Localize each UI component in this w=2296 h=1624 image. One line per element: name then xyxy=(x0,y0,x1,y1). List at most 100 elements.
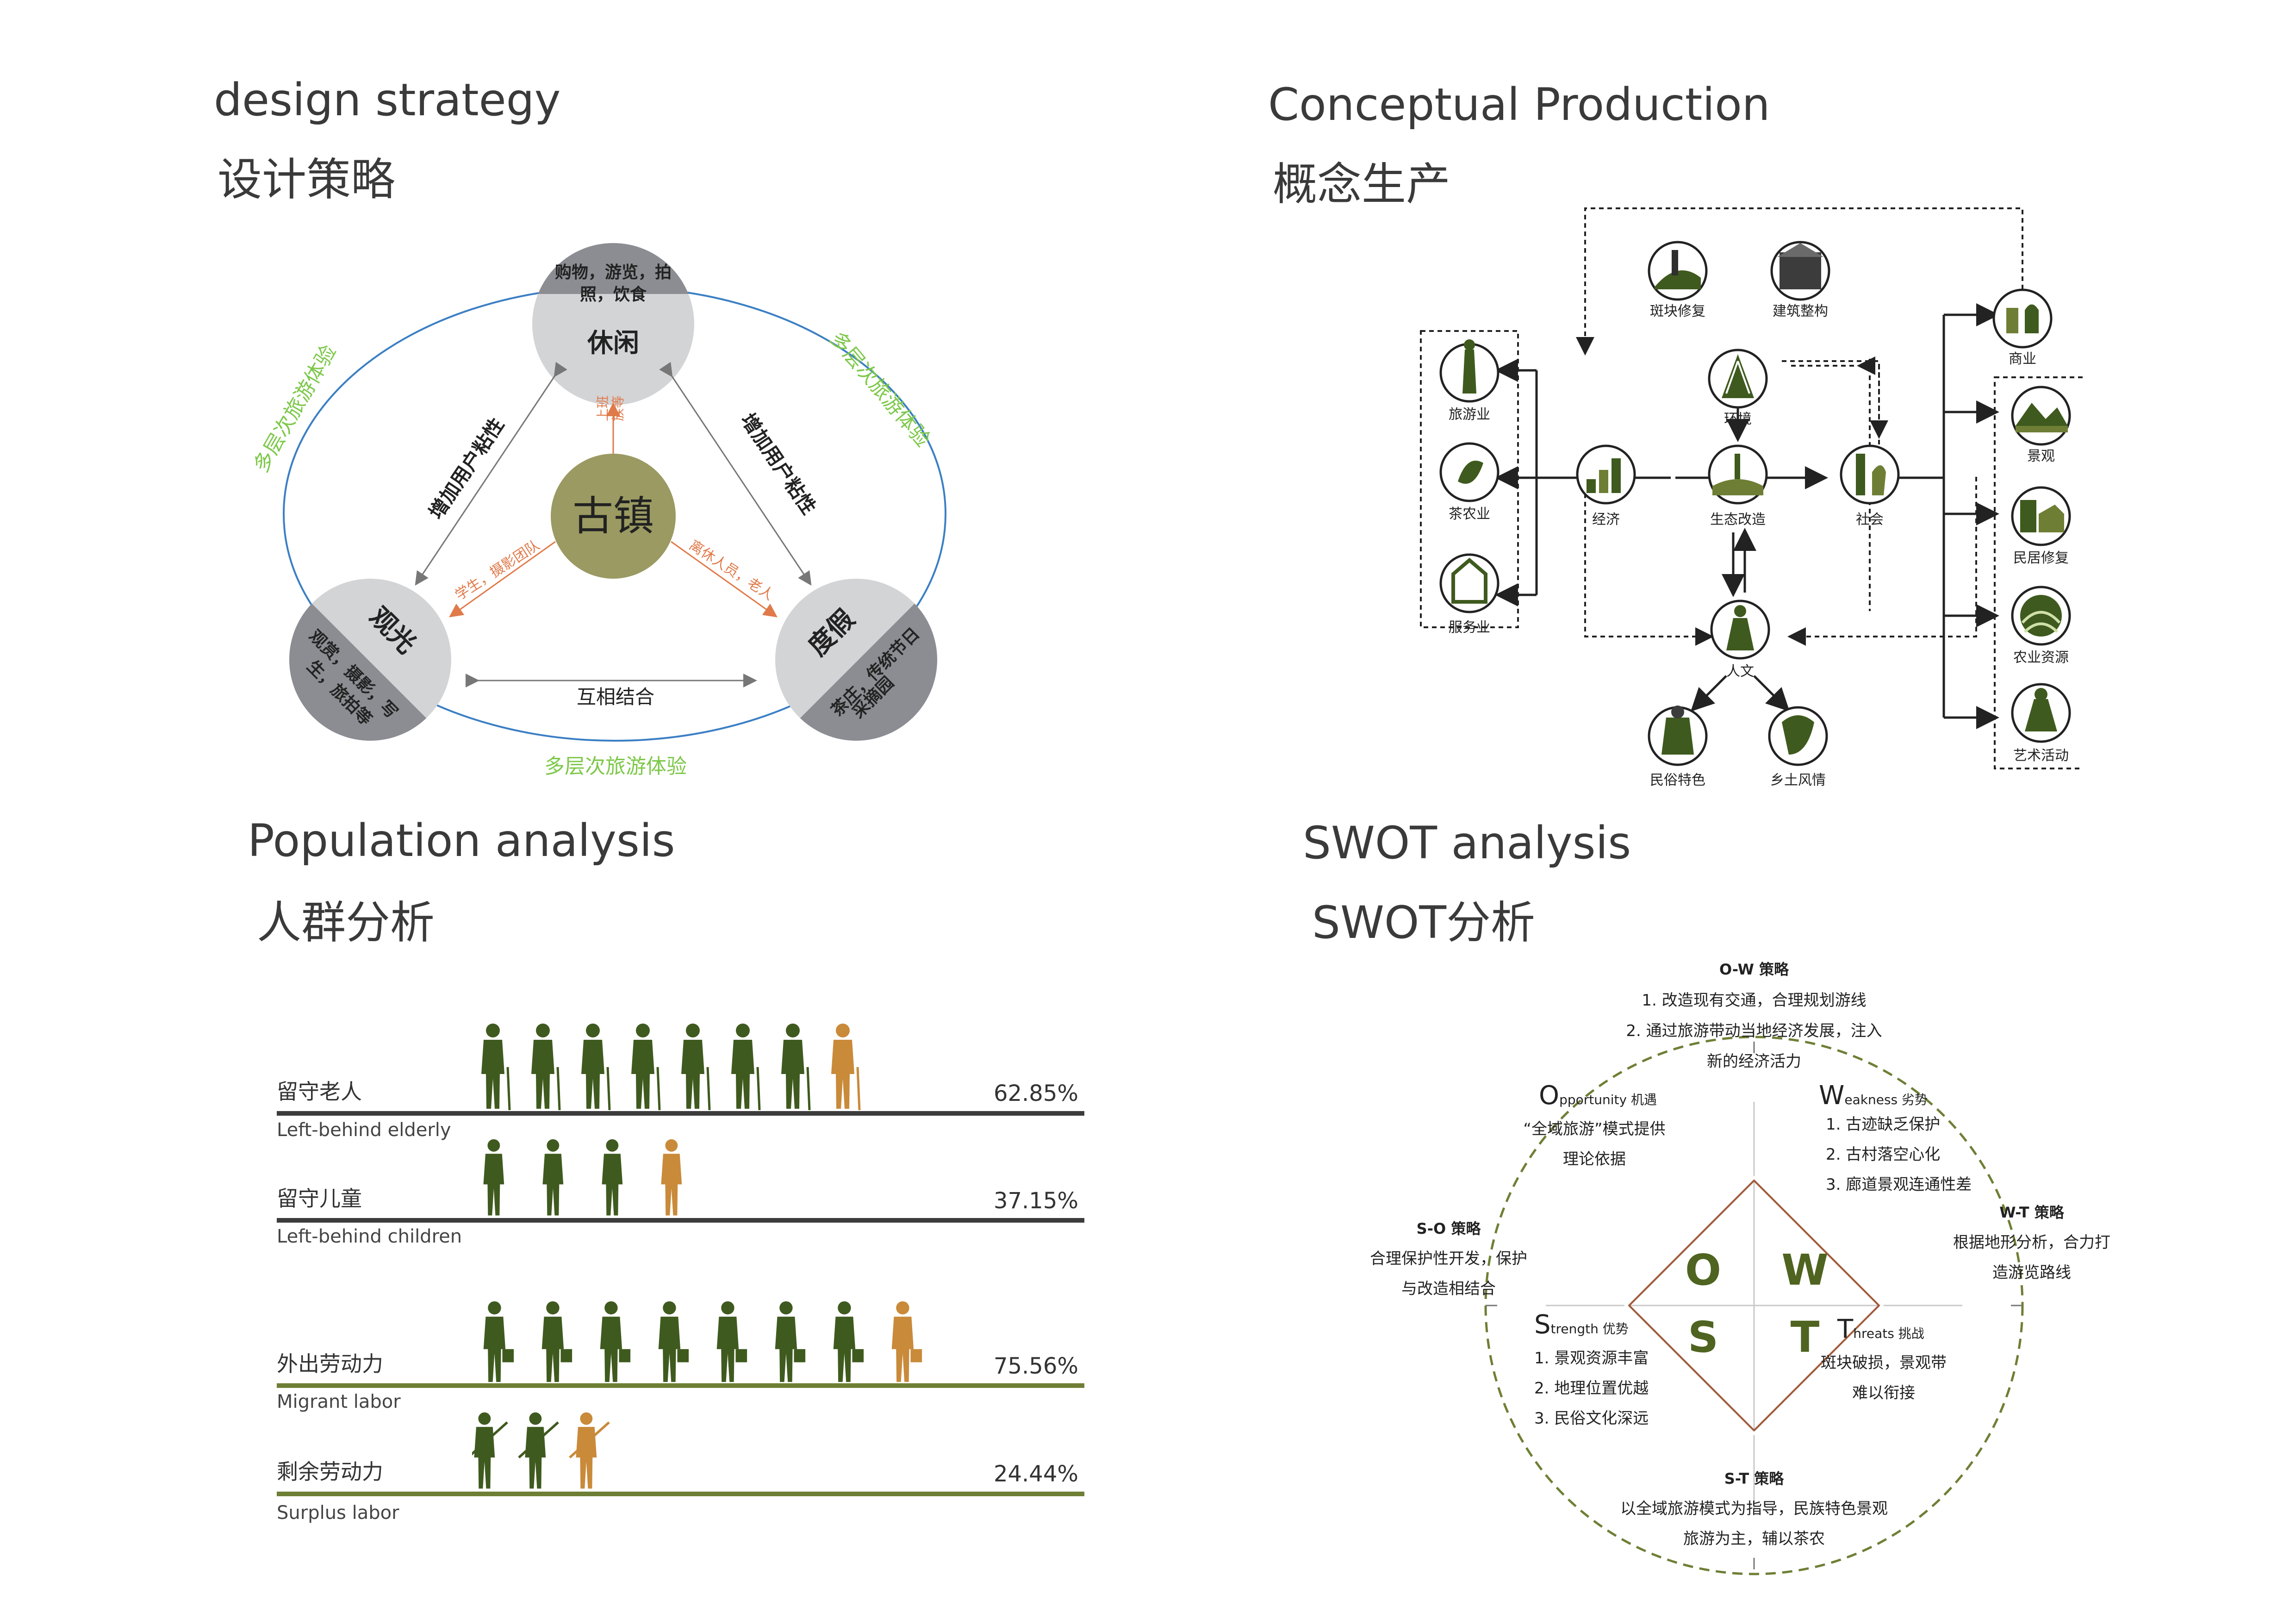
concept-title-cn: 概念生产 xyxy=(1273,158,1450,210)
row-migrant-cn: 外出劳动力 xyxy=(277,1351,383,1376)
spoke-top-label-1: 上班 xyxy=(595,395,610,421)
children-figure xyxy=(661,1139,682,1216)
node-economy: 经济 xyxy=(1576,444,1636,528)
leisure-sub-1: 购物，游览，拍 xyxy=(555,263,672,282)
row-children-cn: 留守儿童 xyxy=(277,1186,362,1211)
elderly-figure xyxy=(481,1024,511,1111)
str-line-1: 1. 景观资源丰富 xyxy=(1534,1349,1649,1368)
so-title: S-O 策略 xyxy=(1417,1220,1481,1237)
node-house: 民居修复 xyxy=(2011,486,2071,566)
ring-label-right: 多层次旅游体验 xyxy=(825,327,935,451)
row-surplus-en: Surplus labor xyxy=(277,1502,399,1524)
str-heading: Strength 优势 xyxy=(1534,1310,1629,1340)
population-title-en: Population analysis xyxy=(248,815,675,867)
node-society: 社会 xyxy=(1840,444,1900,528)
spoke-right xyxy=(671,541,778,618)
swot-letter-o: O xyxy=(1685,1245,1721,1295)
design-title-en: design strategy xyxy=(214,74,561,126)
ow-title: O-W 策略 xyxy=(1719,961,1789,978)
svg-text:建筑整构: 建筑整构 xyxy=(1773,303,1828,319)
arrow-right-link xyxy=(659,362,812,586)
str-line-2: 2. 地理位置优越 xyxy=(1534,1379,1649,1398)
node-culture: 人文 xyxy=(1710,600,1770,680)
ow-line-2: 2. 通过旅游带动当地经济发展，注入 xyxy=(1626,1022,1882,1040)
row-elderly-pct: 62.85% xyxy=(993,1081,1078,1106)
svg-text:乡土风情: 乡土风情 xyxy=(1770,772,1826,788)
wt-title: W-T 策略 xyxy=(1999,1204,2064,1221)
concept-title-en: Conceptual Production xyxy=(1268,79,1770,131)
row-elderly-cn: 留守老人 xyxy=(277,1079,362,1104)
migrant-figure xyxy=(891,1301,922,1382)
arrow-right-label: 增加用户粘性 xyxy=(736,409,821,518)
svg-text:商业: 商业 xyxy=(2009,351,2036,367)
elderly-figure xyxy=(681,1024,711,1111)
migrant-figure xyxy=(658,1301,689,1382)
surplus-figure xyxy=(472,1412,508,1489)
thr-line-1: 斑块破损，景观带 xyxy=(1821,1354,1947,1372)
node-folk: 民俗特色 xyxy=(1648,706,1708,788)
node-tourism: 旅游业 xyxy=(1439,339,1500,423)
row-migrant-en: Migrant labor xyxy=(277,1391,401,1412)
svg-text:艺术活动: 艺术活动 xyxy=(2013,748,2069,764)
swot-title-cn: SWOT分析 xyxy=(1312,897,1536,949)
spoke-right-label: 离休人员，老人 xyxy=(686,537,777,604)
migrant-figure xyxy=(775,1301,806,1382)
leisure-circle: 购物，游览，拍 照，饮食 休闲 xyxy=(532,243,694,405)
swot-diagram: O W S T O-W 策略 1. 改造现有交通，合理规划游线 2. 通过旅游带… xyxy=(1370,961,2110,1575)
migrant-figure xyxy=(483,1301,514,1382)
node-building: 建筑整构 xyxy=(1770,241,1830,319)
svg-text:茶农业: 茶农业 xyxy=(1449,506,1490,522)
children-figure xyxy=(483,1139,504,1216)
opp-line-2: 理论依据 xyxy=(1563,1150,1626,1168)
elderly-figures xyxy=(481,1024,861,1111)
row-migrant-pct: 75.56% xyxy=(993,1353,1078,1379)
leisure-title: 休闲 xyxy=(587,328,639,358)
st-title: S-T 策略 xyxy=(1724,1470,1785,1487)
leisure-sub-2: 照，饮食 xyxy=(580,285,647,304)
thr-line-2: 难以衔接 xyxy=(1852,1384,1915,1402)
children-figures xyxy=(483,1139,682,1216)
children-figure xyxy=(542,1139,564,1216)
row-children-en: Left-behind children xyxy=(277,1226,462,1247)
migrant-figures xyxy=(483,1301,922,1382)
design-strategy-diagram: 购物，游览，拍 照，饮食 休闲 观光 观赏，摄影，写 生，旅拍等 度假 茶庄，传… xyxy=(249,243,946,778)
node-patch: 斑块修复 xyxy=(1648,241,1708,319)
spoke-top-label-2: 族等 xyxy=(610,395,626,421)
node-commerce: 商业 xyxy=(1992,288,2053,367)
weak-heading: Weakness 劣势 xyxy=(1819,1081,1928,1111)
svg-text:民居修复: 民居修复 xyxy=(2013,550,2069,566)
node-rural: 乡土风情 xyxy=(1768,706,1828,788)
ancient-town-label: 古镇 xyxy=(572,492,654,540)
concept-diagram: 斑块修复 建筑整构 环境 商业 旅游业 茶农业 服务业 经济 xyxy=(1420,207,2083,788)
row-elderly-line xyxy=(277,1111,1084,1116)
row-surplus-pct: 24.44% xyxy=(993,1461,1078,1487)
node-landscape: 景观 xyxy=(2011,386,2071,464)
opp-line-1: “全域旅游”模式提供 xyxy=(1523,1120,1665,1138)
spoke-left xyxy=(449,541,556,618)
arrow-left-link xyxy=(415,362,567,586)
node-service: 服务业 xyxy=(1439,553,1500,636)
arrow-bottom-label: 互相结合 xyxy=(577,686,654,708)
node-art: 艺术活动 xyxy=(2011,683,2071,764)
node-agri: 农业资源 xyxy=(2011,586,2071,666)
svg-text:社会: 社会 xyxy=(1856,512,1884,528)
arrow-left-label: 增加用户粘性 xyxy=(424,414,509,523)
sightseeing-circle: 观光 观赏，摄影，写 生，旅拍等 xyxy=(289,579,451,741)
row-migrant-line xyxy=(277,1383,1084,1388)
wt-line-2: 造游览路线 xyxy=(1992,1263,2071,1282)
swot-title-en: SWOT analysis xyxy=(1303,817,1631,869)
row-children-pct: 37.15% xyxy=(993,1188,1078,1214)
children-figure xyxy=(602,1139,623,1216)
weak-line-1: 1. 古迹缺乏保护 xyxy=(1826,1115,1940,1134)
surplus-figure xyxy=(569,1412,610,1489)
st-line-2: 旅游为主，辅以茶农 xyxy=(1683,1530,1825,1548)
svg-text:生态改造: 生态改造 xyxy=(1710,512,1766,528)
thr-heading: Threats 挑战 xyxy=(1837,1314,1924,1344)
swot-diamond xyxy=(1628,1180,1880,1431)
surplus-figure xyxy=(518,1412,559,1489)
spoke-left-label: 学生，摄影团队 xyxy=(452,537,542,604)
elderly-figure xyxy=(531,1024,561,1111)
elderly-figure xyxy=(831,1024,861,1111)
swot-letter-s: S xyxy=(1688,1312,1718,1362)
elderly-figure xyxy=(581,1024,611,1111)
